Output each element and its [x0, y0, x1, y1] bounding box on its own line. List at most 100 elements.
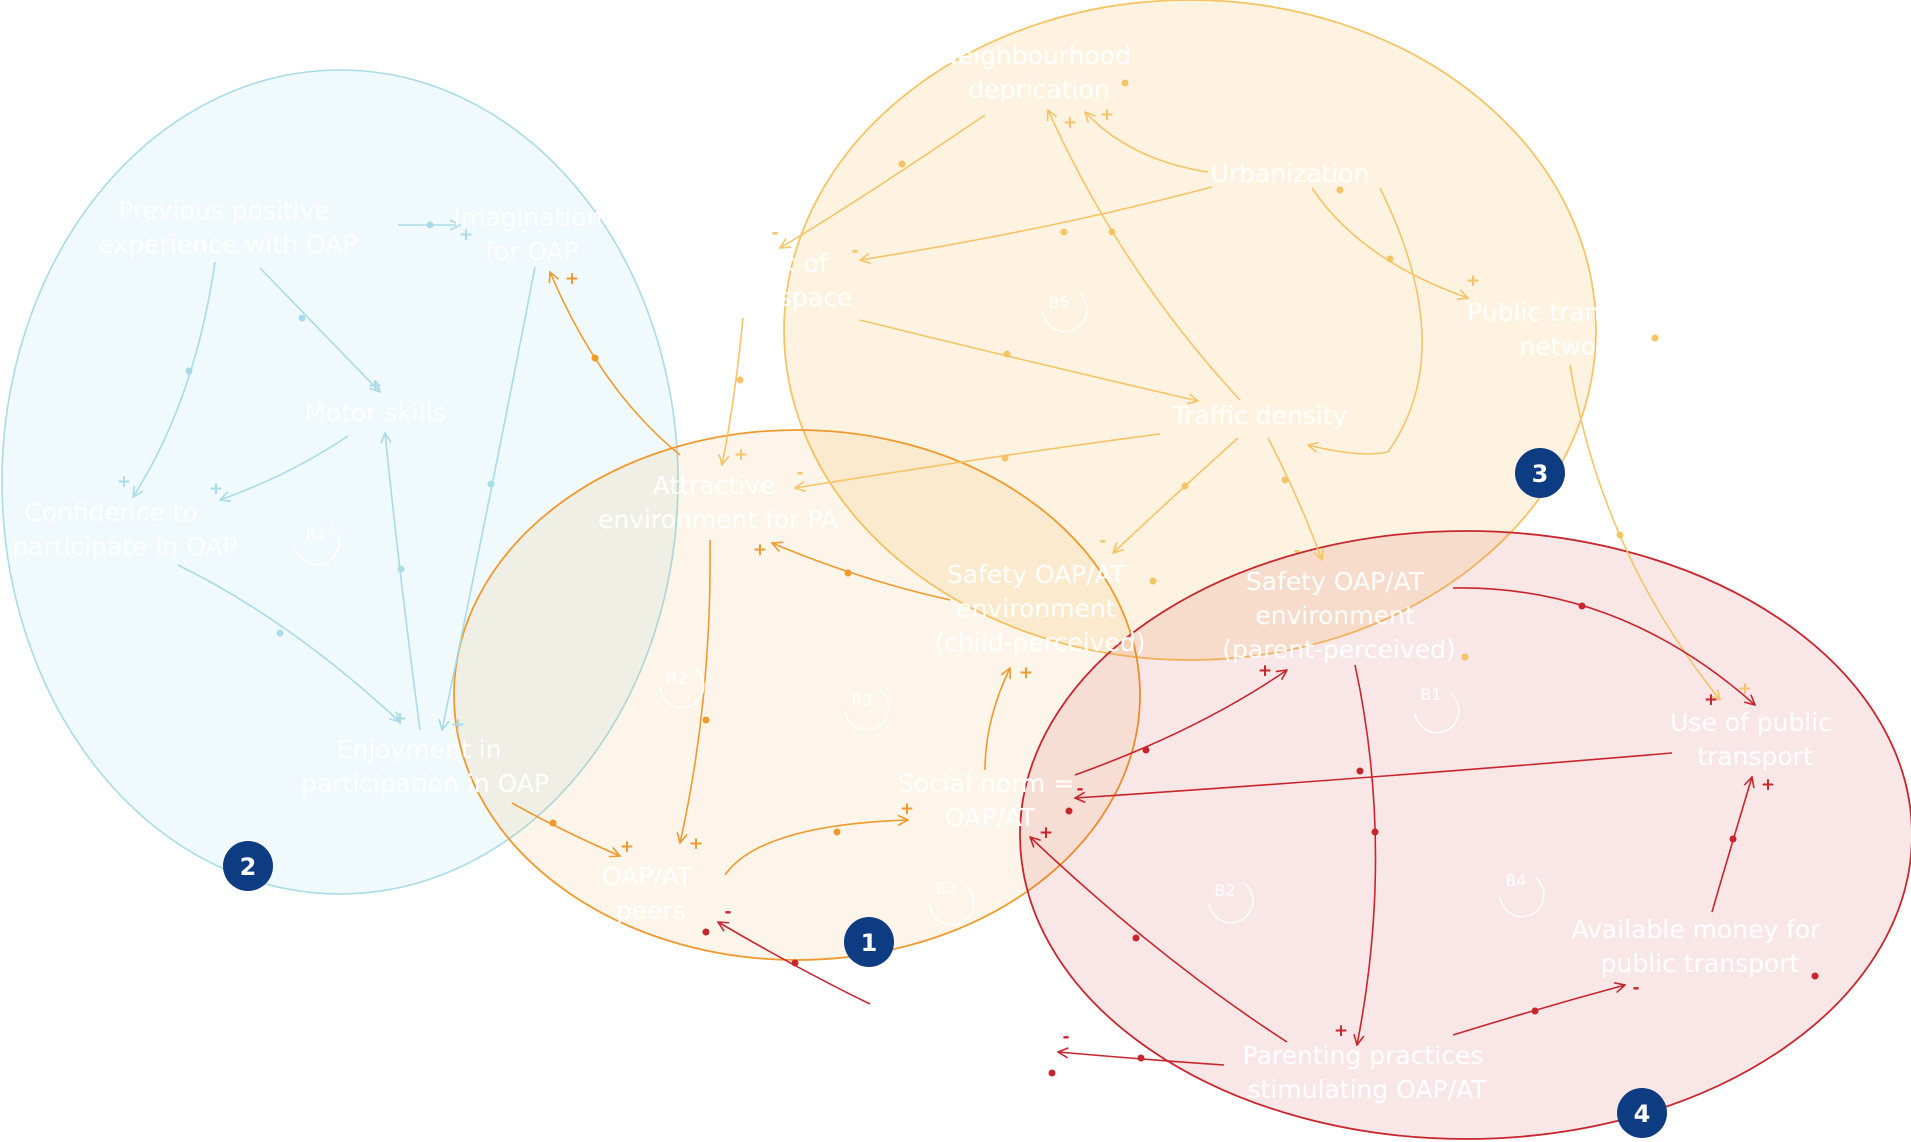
svg-text:+: +: [1019, 663, 1033, 683]
svg-text:B4: B4: [1505, 871, 1526, 890]
link-enjoyment-to-peers: [511, 802, 620, 856]
svg-text:+: +: [393, 709, 407, 729]
link-safety-parent-to-parenting: [1355, 664, 1377, 1045]
svg-text:+: +: [209, 479, 223, 499]
svg-text:+: +: [451, 715, 465, 735]
link-social-to-safety-child: [984, 668, 1010, 771]
svg-text:+: +: [368, 376, 382, 396]
node-attractive-environment: Attractive environment for PA: [598, 471, 838, 534]
link-traffic-to-deprivation: [1048, 110, 1241, 401]
svg-text:-: -: [1062, 1027, 1069, 1047]
link-lack-to-traffic: [859, 319, 1198, 401]
node-enjoyment: Enjoyment in participation in OAP: [301, 735, 549, 798]
link-use-to-social: [1075, 752, 1673, 798]
svg-text:+: +: [1334, 1021, 1348, 1041]
link-urb-to-public: [1311, 187, 1468, 298]
node-available-money: Available money for public transport: [1571, 915, 1828, 978]
node-public-transport-network: Public transport network: [1467, 298, 1672, 361]
node-urbanization: Urbanization: [1211, 159, 1370, 188]
link-safety-parent-to-use: [1452, 587, 1755, 705]
svg-text:+: +: [1039, 823, 1053, 843]
svg-text:+: +: [1258, 661, 1272, 681]
svg-text:+: +: [689, 834, 703, 854]
link-safety-child-to-attractive: [772, 543, 951, 601]
node-use-public-transport: Use of public transport: [1670, 708, 1840, 771]
link-imagination-to-enjoyment: [442, 266, 536, 730]
cluster-3-link-dots: [736, 79, 1659, 661]
cluster-2-link-dots: [185, 221, 495, 637]
cluster-1-signs: ++ ++ ++: [565, 269, 1033, 857]
node-imagination: Imagination for OAP: [454, 203, 611, 266]
link-attractive-to-imagination: [550, 272, 681, 456]
link-peers-to-social: [724, 820, 908, 876]
svg-text:B3: B3: [935, 879, 956, 898]
cluster-3-ellipse: [783, 0, 1597, 661]
cluster-1-links: [511, 272, 1010, 876]
node-safety-child: Safety OAP/AT environment (child-perceiv…: [935, 560, 1146, 657]
svg-text:4: 4: [1634, 1100, 1651, 1128]
svg-text:+: +: [1704, 690, 1718, 710]
node-labels: Previous positive experience with OAP Im…: [12, 41, 1840, 1104]
svg-text:-: -: [1293, 541, 1300, 561]
link-social-to-safety-parent: [1074, 670, 1287, 776]
node-motor-skills: Motor skills: [304, 398, 446, 427]
badge-cluster-2: 2: [223, 841, 273, 891]
cluster-4-link-dots: [702, 602, 1819, 1077]
svg-text:R1: R1: [305, 525, 326, 544]
svg-text:-: -: [851, 241, 858, 261]
badge-cluster-1: 1: [844, 917, 894, 967]
svg-text:2: 2: [240, 853, 257, 881]
link-prev-to-motor: [259, 267, 380, 392]
svg-text:-: -: [1076, 779, 1083, 799]
svg-text:+: +: [753, 540, 767, 560]
svg-text:+: +: [117, 472, 131, 492]
link-deprivation-to-lack: [780, 114, 986, 248]
cluster-badges: 1 2 3 4: [223, 448, 1667, 1138]
cluster-1-ellipse: [453, 429, 1141, 961]
node-neighbourhood-deprivation: Neighbourhood deprication: [939, 41, 1139, 104]
cluster-3-signs: ++ -- ++ -- -+: [734, 105, 1752, 699]
svg-text:3: 3: [1532, 460, 1549, 488]
svg-text:R3: R3: [851, 691, 872, 710]
badge-cluster-3: 3: [1515, 448, 1565, 498]
cluster-3-links: [722, 110, 1720, 700]
link-enjoyment-to-motor: [385, 433, 421, 731]
svg-text:+: +: [1063, 113, 1077, 133]
link-traffic-to-attractive: [795, 433, 1161, 488]
cluster-1-link-dots: [549, 354, 852, 836]
loop-r3: R3: [844, 689, 890, 731]
cluster-2-links: [133, 225, 536, 731]
svg-text:1: 1: [861, 929, 878, 957]
node-traffic-density: Traffic density: [1172, 401, 1348, 430]
link-urb-to-lack: [860, 186, 1213, 260]
node-social-norm: Social norm = OAP/AT: [898, 769, 1082, 832]
loop-r1: R1: [294, 524, 340, 566]
link-motor-to-confidence: [220, 435, 349, 500]
cluster-2-signs: + + + + + +: [117, 225, 473, 735]
svg-text:+: +: [1466, 271, 1480, 291]
node-safety-parent: Safety OAP/AT environment (parent-percei…: [1222, 567, 1456, 664]
link-parenting-to-social: [1030, 837, 1288, 1043]
loop-b1: B1: [1414, 685, 1460, 734]
link-urb-to-traffic: [1308, 187, 1423, 455]
loop-b2: B2: [1208, 881, 1254, 924]
cluster-4-ellipse: [1019, 530, 1911, 1140]
svg-text:B1: B1: [1420, 685, 1441, 704]
link-public-to-use: [1569, 364, 1720, 700]
loop-b4: B4: [1499, 871, 1545, 918]
svg-text:R2: R2: [666, 669, 687, 688]
loop-b5: B5: [1042, 291, 1088, 333]
link-money-to-use: [1711, 777, 1752, 913]
svg-text:+: +: [459, 225, 473, 245]
link-confidence-to-enjoyment: [177, 564, 400, 722]
link-urb-to-deprivation: [1085, 112, 1209, 173]
link-traffic-to-safety-parent: [1267, 437, 1322, 560]
loop-r2: R2: [659, 667, 705, 709]
link-traffic-to-safety-child: [1113, 437, 1239, 553]
link-attractive-to-peers: [680, 539, 711, 843]
node-oap-at-peers: OAP/AT peers: [602, 862, 700, 925]
link-prev-to-confidence: [133, 261, 216, 497]
cluster-2-ellipse: [1, 69, 679, 895]
link-parenting-to-money: [1452, 985, 1625, 1036]
